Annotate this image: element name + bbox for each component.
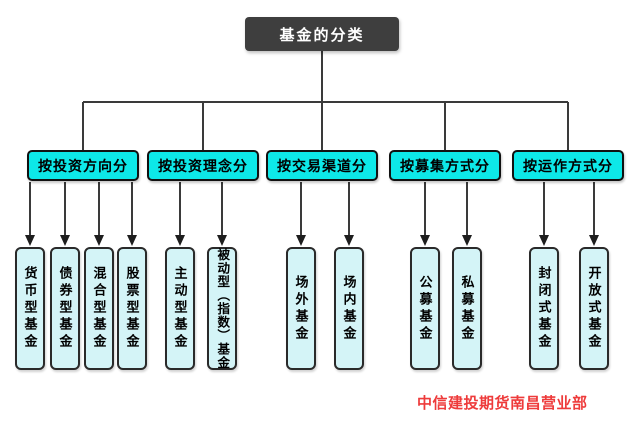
- leaf-node-open-end-fund: 开放式基金: [579, 247, 609, 370]
- leaf-node-exchange-fund: 场内基金: [334, 247, 364, 370]
- leaf-label: 公募基金: [417, 274, 433, 343]
- category-node-fundraising-method: 按募集方式分: [389, 150, 501, 181]
- category-node-investment-philosophy: 按投资理念分: [147, 150, 259, 181]
- leaf-node-public-fund: 公募基金: [410, 247, 440, 370]
- leaf-label: 债券型基金: [57, 266, 73, 351]
- leaf-label: 场内基金: [341, 274, 357, 343]
- leaf-node-otc-fund: 场外基金: [286, 247, 316, 370]
- category-node-operation-mode: 按运作方式分: [512, 150, 624, 181]
- leaf-label: 股票型基金: [124, 266, 140, 351]
- leaf-node-money-market-fund: 货币型基金: [15, 247, 45, 370]
- leaf-label: 私募基金: [459, 274, 475, 343]
- leaf-node-private-fund: 私募基金: [452, 247, 482, 370]
- leaf-node-hybrid-fund: 混合型基金: [84, 247, 114, 370]
- leaf-label: 被动型（指数）基金: [215, 247, 230, 370]
- root-node-fund-classification: 基金的分类: [245, 17, 399, 51]
- category-node-trading-channel: 按交易渠道分: [266, 150, 378, 181]
- category-node-investment-direction: 按投资方向分: [27, 150, 139, 181]
- leaf-label: 开放式基金: [586, 266, 602, 351]
- leaf-node-active-fund: 主动型基金: [165, 247, 195, 370]
- leaf-node-bond-fund: 债券型基金: [50, 247, 80, 370]
- leaf-label: 主动型基金: [172, 266, 188, 351]
- arrowheads: [25, 235, 599, 246]
- leaf-node-closed-end-fund: 封闭式基金: [529, 247, 559, 370]
- leaf-node-equity-fund: 股票型基金: [117, 247, 147, 370]
- watermark-branch-name: 中信建投期货南昌营业部: [417, 395, 588, 412]
- leaf-label: 封闭式基金: [536, 266, 552, 351]
- leaf-label: 混合型基金: [91, 266, 107, 351]
- leaf-label: 货币型基金: [22, 266, 38, 351]
- leaf-label: 场外基金: [293, 274, 309, 343]
- leaf-node-passive-index-fund: 被动型（指数）基金: [207, 247, 237, 370]
